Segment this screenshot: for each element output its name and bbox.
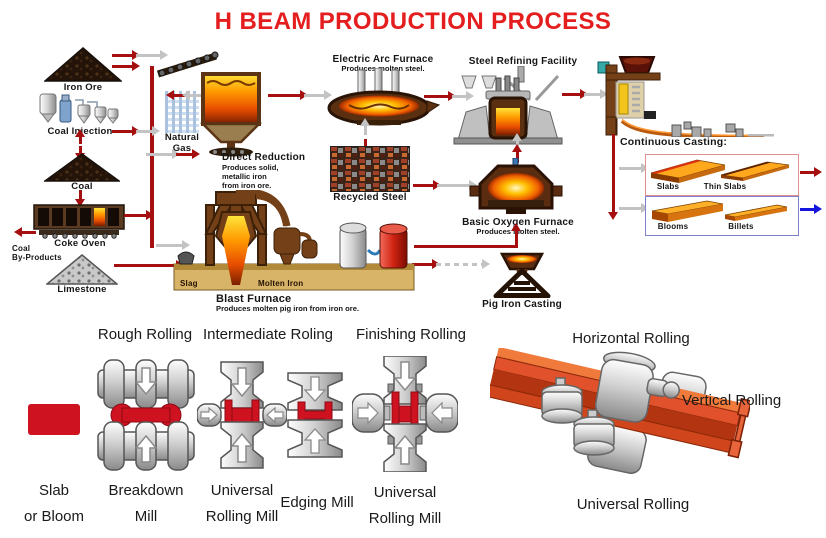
slag-label: Slag [180,279,198,288]
limestone-pile-icon [46,254,118,285]
electric-arc-furnace-caption: Produces molten steel. [341,64,425,73]
thin-slabs-label: Thin Slabs [703,182,747,191]
flow-arrow [608,134,618,220]
recycled-steel-photo [330,146,410,192]
pig-iron-casting-icon [493,252,551,298]
basic-oxygen-furnace-icon [469,158,563,214]
flow-arrow [268,90,308,100]
coal-pile-icon [44,153,120,182]
flow-arrow [437,180,477,190]
pig-iron-casting-label: Pig Iron Casting [482,299,562,310]
slabs-icon [650,159,790,183]
flow-arrow [156,240,190,250]
material-trunk-line [150,66,154,248]
coke-oven-icon [33,204,125,239]
hot-metal-line [414,245,518,248]
breakdown-mill-icon [97,359,195,471]
natural-gas-label: Natural Gas [164,132,200,154]
flow-arrow [166,90,186,100]
breakdown-mill-label: Breakdown Mill [108,482,184,526]
flow-arrow [800,204,822,214]
conveyor-icon [156,51,219,78]
flow-arrow [182,90,204,100]
basic-oxygen-furnace-label: Basic Oxygen Furnace [462,217,574,228]
flow-arrow [136,50,168,60]
coal-label: Coal [71,181,93,192]
flow-arrow [75,129,85,144]
edging-mill-icon [287,372,343,458]
flow-arrow [14,227,36,237]
flow-arrow [424,91,456,101]
flow-arrow [360,118,370,135]
flow-arrow [146,149,180,159]
vertical-rolling-label: Vertical Rolling [682,392,782,409]
universal-rolling-mill-icon [197,361,287,469]
blast-furnace-caption: Produces molten pig iron from iron ore. [216,304,360,313]
limestone-label: Limestone [57,284,107,295]
flow-arrow [112,61,140,71]
horizontal-rolling-header: Horizontal Rolling [572,330,690,347]
flow-arrow [619,203,649,213]
electric-arc-furnace-icon [327,68,440,126]
flow-arrow [176,149,200,159]
molten-iron-label: Molten Iron [258,279,304,288]
rough-rolling-header: Rough Rolling [97,326,193,343]
flow-arrow [112,126,140,136]
flow-arrow [511,223,521,246]
universal-rolling-hbeam-illustration [490,348,750,475]
flow-arrow [562,89,588,99]
iron-ore-pile-icon [44,47,122,82]
edging-mill-label: Edging Mill [280,494,354,511]
slab-or-bloom-shape [28,404,80,435]
coke-oven-label: Coke Oven [54,238,106,249]
direct-reduction-furnace-icon [199,72,263,157]
flow-arrow [436,259,490,269]
continuous-casting-label: Continuous Casting: [620,136,728,148]
iron-ore-label: Iron Ore [63,82,103,93]
coal-injection-equipment-icon [39,93,119,124]
flow-arrow [75,146,85,161]
direct-reduction-caption: Produces solid, metallic iron from iron … [222,163,279,191]
flow-arrow [114,260,184,270]
flow-arrow [304,90,332,100]
coal-byproducts-label: Coal By-Products [12,244,62,263]
steel-refining-facility-icon [453,66,563,145]
flow-arrow [584,89,608,99]
continuous-caster-icon [597,56,774,137]
slabs-products-box: Slabs Thin Slabs [645,154,799,196]
universal-mill-2-label: Universal Rolling Mill [368,484,442,528]
finishing-rolling-header: Finishing Rolling [355,326,467,343]
recycled-steel-label: Recycled Steel [333,192,407,203]
flow-arrow [75,190,85,207]
universal-rolling-label: Universal Rolling [576,496,690,513]
slabs-label: Slabs [656,182,680,191]
electric-arc-furnace-label: Electric Arc Furnace [332,54,434,65]
flow-arrow [800,167,822,177]
universal-mill-1-label: Universal Rolling Mill [205,482,279,526]
flow-arrow [452,91,474,101]
blooms-icon [651,200,788,222]
steel-refining-label: Steel Refining Facility [468,56,578,67]
flow-arrow [413,180,441,190]
blast-furnace-label: Blast Furnace [216,293,292,305]
flow-arrow [619,163,649,173]
intermediate-rolling-header: Intermediate Roling [202,326,334,343]
blooms-products-box: Blooms Billets [645,196,799,236]
billets-label: Billets [728,222,754,231]
slab-or-bloom-label: Slab or Bloom [23,482,85,526]
universal-rolling-mill-2-icon [352,356,458,472]
page-title: H BEAM PRODUCTION PROCESS [214,8,612,35]
flow-arrow [124,210,154,220]
blooms-label: Blooms [657,222,689,231]
flow-arrow [112,50,140,60]
flow-arrow [136,126,160,136]
direct-reduction-label: Direct Reduction [222,152,306,163]
blast-furnace-illustration [173,190,415,291]
